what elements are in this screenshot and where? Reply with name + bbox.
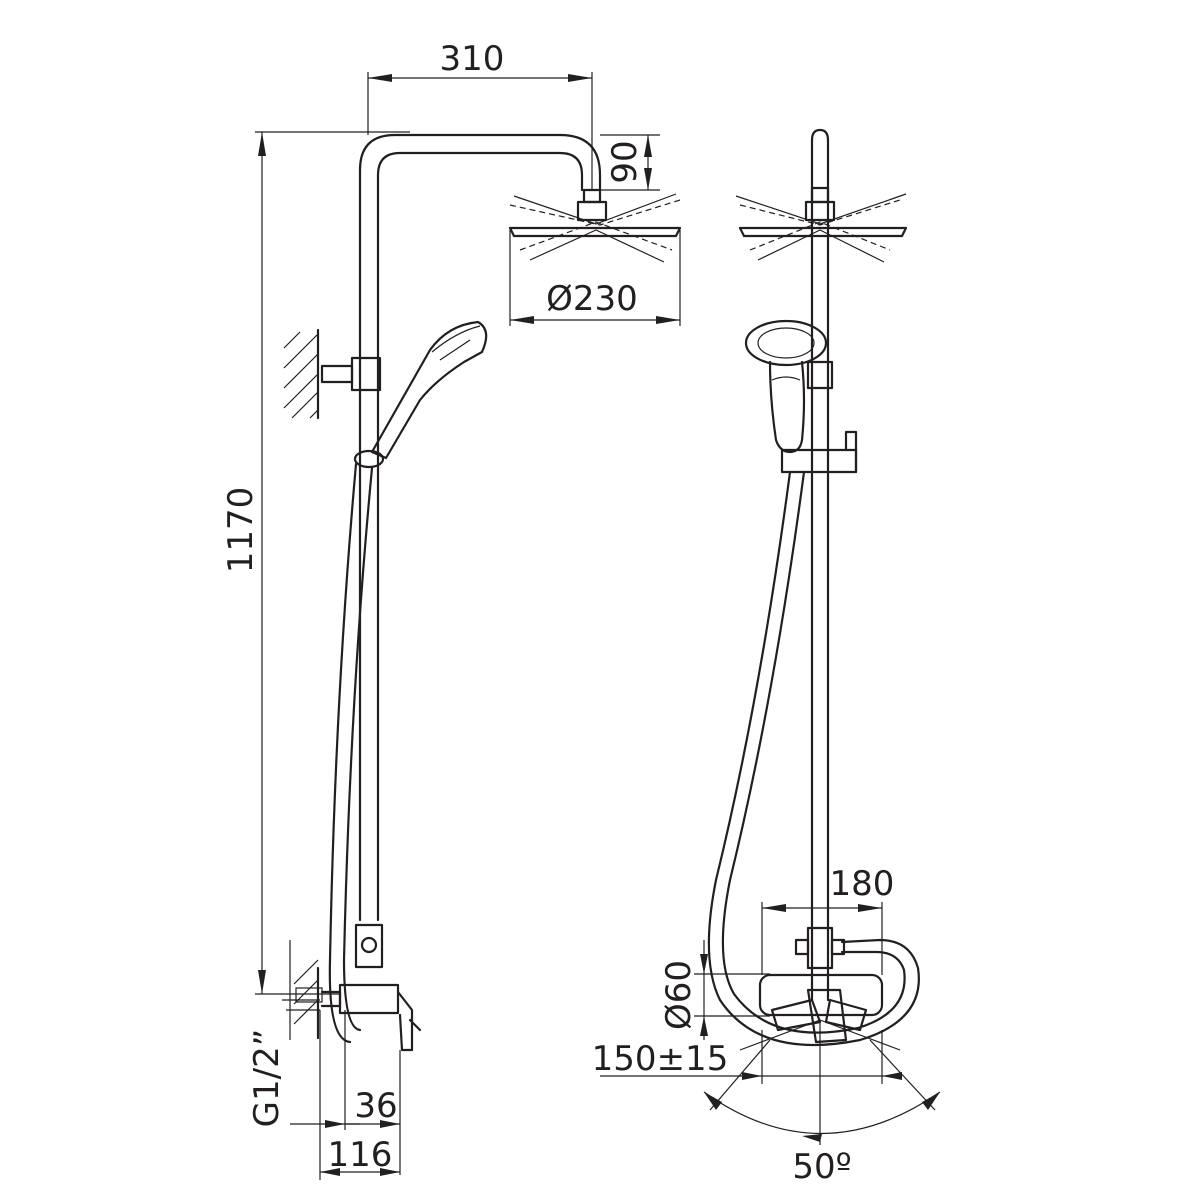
wall-hatch-upper [283,328,320,420]
rain-head-side [508,188,682,263]
wall-offset-large-label: 116 [328,1135,393,1175]
dim-rosette-diameter: Ø60 [659,940,770,1040]
dim-inlet-thread: G1/2” [247,999,360,1128]
head-drop-label: 90 [605,140,645,183]
handle-rotation-label: 50º [792,1147,851,1187]
dim-handle-rotation: 50º [703,1019,941,1187]
total-height-label: 1170 [221,487,261,574]
arm-length-label: 310 [440,39,505,79]
dim-total-height: 1170 [221,131,410,995]
wall-hatch-lower [289,940,323,1040]
mixer-side [320,923,422,1052]
dim-wall-offset-large: 116 [319,1010,400,1180]
riser-pipe [358,133,602,922]
hose-side [328,462,374,1044]
riser-pipe-front [810,128,830,1002]
dim-arm-length: 310 [367,39,593,190]
dim-head-drop: 90 [600,134,660,191]
inlet-thread-label: G1/2” [247,1029,287,1128]
mixer-width-label: 180 [830,864,895,904]
wall-offset-small-label: 36 [354,1086,397,1126]
diverter-front [794,926,846,970]
inlet-spacing-label: 150±15 [592,1039,729,1079]
head-diameter-label: Ø230 [546,279,638,319]
rosette-diameter-label: Ø60 [659,960,699,1030]
side-view: 310 90 Ø230 1170 [221,39,682,1180]
rain-head-front [735,186,908,263]
dim-mixer-width: 180 [761,864,895,975]
mixer-front [758,973,884,1044]
front-view: 180 Ø60 150±15 5 [592,128,941,1187]
dim-inlet-spacing: 150±15 [592,1030,902,1084]
dim-head-diameter: Ø230 [509,230,681,326]
dim-wall-offset-small: 36 [325,1010,401,1175]
hose-front [707,470,920,1047]
holder-front [780,360,858,474]
wall-bracket [320,356,382,392]
hand-shower-side [353,320,488,469]
hand-shower-front [744,319,828,454]
